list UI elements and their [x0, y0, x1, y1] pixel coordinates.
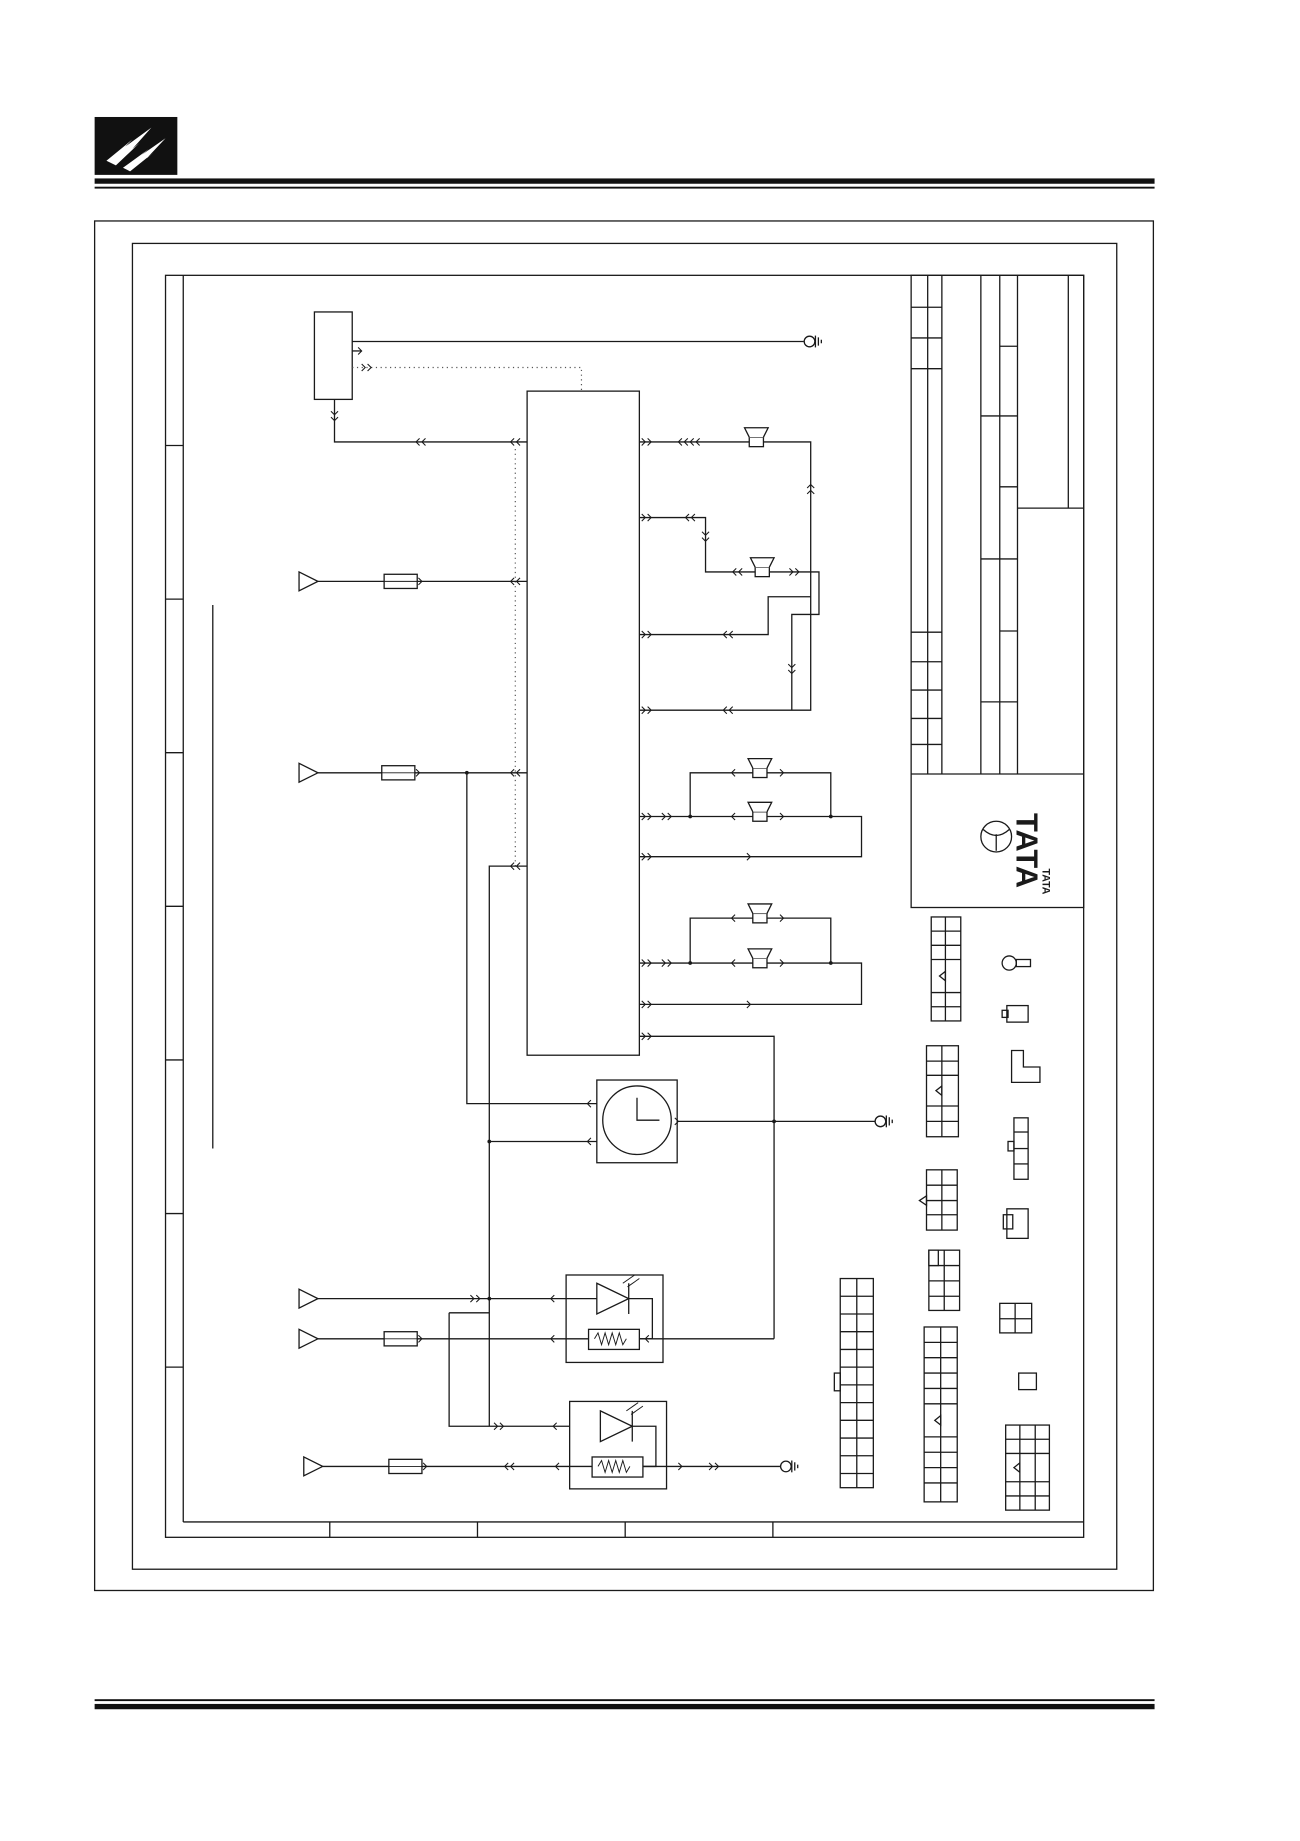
connector-single — [1002, 1208, 1029, 1240]
connector-grid — [1005, 1424, 1051, 1511]
connector-legend — [833, 916, 1051, 1511]
top-module-box — [313, 311, 353, 401]
right-output-wiring — [639, 427, 820, 1339]
feed-circuit-2 — [298, 762, 597, 1427]
connector-grid — [1007, 1117, 1029, 1180]
clock-module — [487, 1079, 893, 1164]
ground-icon — [779, 1459, 799, 1473]
lightning-bolt-icon — [94, 116, 178, 175]
speaker-icon — [749, 557, 775, 578]
tata-wordmark: TATA — [1009, 813, 1044, 888]
lamp-module-2 — [303, 1400, 799, 1490]
key-icon — [1001, 955, 1032, 971]
tata-label: TATA — [1039, 869, 1051, 895]
connector-grid — [928, 1249, 961, 1312]
tata-logo-icon: TATA TATA — [980, 813, 1051, 895]
footer-rule-thick — [94, 1703, 1155, 1710]
speaker-pair-2 — [639, 903, 863, 1009]
clock-icon — [602, 1085, 672, 1156]
lamp-module-1 — [298, 1274, 775, 1427]
title-block: TATA TATA — [910, 274, 1085, 909]
speaker-pair-1 — [639, 757, 863, 861]
speaker-icon — [747, 757, 773, 779]
connector-grid — [918, 1169, 958, 1231]
header-rule-thick — [94, 178, 1155, 184]
footer-rule-thin — [94, 1699, 1155, 1702]
connector-grid — [925, 1045, 960, 1138]
connector-grid — [923, 1326, 958, 1503]
ground-icon — [803, 334, 822, 349]
connector-grid — [999, 1302, 1033, 1334]
connector-single — [1018, 1372, 1038, 1391]
header — [94, 116, 1155, 189]
connector-grid — [930, 916, 962, 1022]
feed-circuit-1 — [298, 571, 528, 592]
speaker-icon — [747, 948, 773, 969]
top-module-wiring — [330, 334, 822, 870]
control-unit-box — [526, 390, 641, 1056]
speaker-icon — [743, 427, 769, 448]
ground-icon — [874, 1114, 893, 1128]
speaker-icon — [747, 903, 773, 924]
connector-grid — [833, 1277, 874, 1489]
connector-l-shape — [1010, 1049, 1041, 1084]
header-rule-thin — [94, 186, 1155, 189]
footer — [94, 1699, 1155, 1710]
speaker-icon — [747, 801, 773, 822]
connector-single — [1001, 1004, 1029, 1023]
